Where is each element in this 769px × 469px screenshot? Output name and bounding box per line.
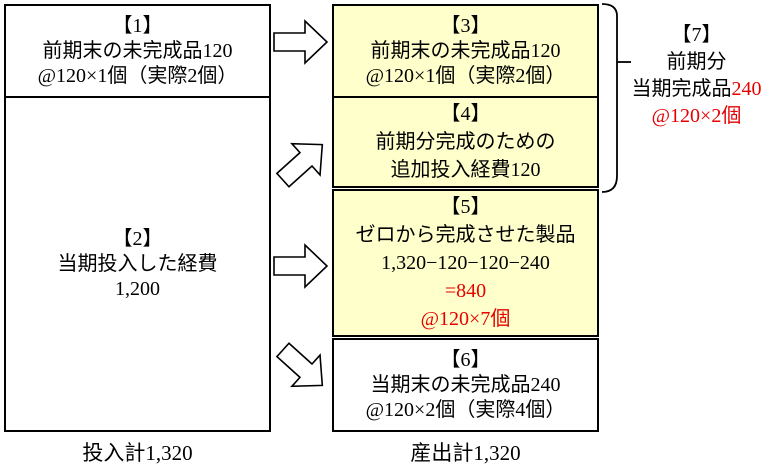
box4-line2: 追加投入経費120: [390, 159, 541, 181]
annotation7-line2-black: 当期完成品: [631, 78, 732, 100]
box5-unit-breakdown: @120×7個: [420, 308, 511, 330]
flow-arrow-4-icon: [275, 342, 324, 388]
box2-current-period-cost-input: 【2】 当期投入した経費 1,200: [4, 96, 271, 432]
annotation7-line1: 前期分: [666, 51, 727, 73]
box3-prior-period-wip-output: 【3】 前期末の未完成品120 @120×1個（実際2個）: [332, 4, 599, 98]
annotation7-prior-period-completed: 【7】 前期分 当期完成品240 @120×2個: [624, 22, 769, 130]
annotation7-line2-red: 240: [731, 78, 762, 100]
box3-line2: @120×1個（実際2個）: [365, 64, 566, 87]
box5-line2: 1,320−120−120−240: [381, 252, 550, 274]
box3-heading: 【3】: [440, 14, 491, 37]
box5-result-value: =840: [444, 280, 487, 302]
box2-line1: 当期投入した経費: [57, 252, 218, 275]
input-total-label: 投入計1,320: [82, 441, 193, 465]
box4-heading: 【4】: [440, 103, 491, 125]
box1-heading: 【1】: [112, 14, 163, 37]
output-total-label: 産出計1,320: [410, 441, 521, 465]
flow-arrow-3-icon: [273, 243, 329, 289]
box2-line2: 1,200: [115, 277, 160, 300]
annotation7-line2: 当期完成品240: [624, 76, 769, 103]
box5-heading: 【5】: [440, 196, 491, 218]
box5-line1: ゼロから完成させた製品: [355, 224, 576, 246]
grouping-bracket-icon: [601, 3, 631, 193]
box4-line1: 前期分完成のための: [375, 131, 556, 153]
box6-current-period-wip-output: 【6】 当期末の未完成品240 @120×2個（実際4個）: [332, 338, 599, 432]
box1-line1: 前期末の未完成品120: [42, 39, 233, 62]
box1-prior-period-wip-input: 【1】 前期末の未完成品120 @120×1個（実際2個）: [4, 4, 271, 98]
box4-additional-input-cost: 【4】 前期分完成のための 追加投入経費120: [332, 96, 599, 188]
box1-line2: @120×1個（実際2個）: [37, 64, 238, 87]
box6-line1: 当期末の未完成品240: [370, 373, 561, 396]
box6-heading: 【6】: [440, 348, 491, 371]
flow-arrow-1-icon: [273, 19, 329, 65]
annotation7-unit-breakdown: @120×2個: [651, 105, 742, 127]
box2-heading: 【2】: [112, 227, 163, 250]
box3-line1: 前期末の未完成品120: [370, 39, 561, 62]
flow-arrow-2-icon: [275, 142, 324, 188]
box6-line2: @120×2個（実際4個）: [365, 398, 566, 421]
box5-completed-from-zero: 【5】 ゼロから完成させた製品 1,320−120−120−240 =840 @…: [332, 189, 599, 337]
annotation7-heading: 【7】: [671, 24, 722, 46]
